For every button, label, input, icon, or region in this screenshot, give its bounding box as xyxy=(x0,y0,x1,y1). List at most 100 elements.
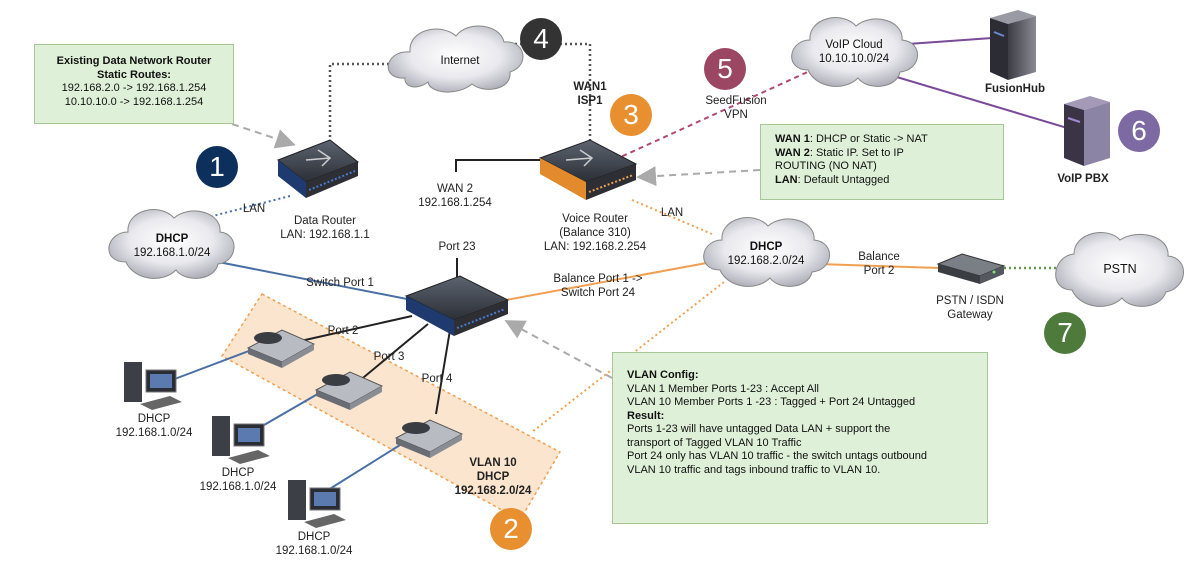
voice-router-lan: LAN: 192.168.2.254 xyxy=(543,241,647,253)
pc2-subnet: 192.168.1.0/24 xyxy=(199,481,277,493)
router-note-title: Existing Data Network Router xyxy=(56,55,212,67)
pstn-gateway-device xyxy=(936,253,1006,284)
vpn-label: VPN xyxy=(724,109,748,121)
wan-note-lan-text: : Default Untagged xyxy=(797,173,890,186)
voip-cloud xyxy=(791,17,918,87)
pc-3 xyxy=(288,480,346,528)
vlan-note-line6: VLAN 10 traffic and tags inbound traffic… xyxy=(627,463,881,476)
dhcp-left-cloud xyxy=(108,209,235,279)
voip-cloud-title: VoIP Cloud xyxy=(825,39,883,51)
balance-label: Balance xyxy=(858,251,900,263)
link-voip-pbx xyxy=(879,71,1075,131)
data-router-lan: LAN: 192.168.1.1 xyxy=(280,229,370,241)
badge-2: 2 xyxy=(490,508,532,550)
pstn-label: PSTN xyxy=(1103,262,1137,276)
ip-phone-2 xyxy=(314,371,384,410)
wan-note-wan1-label: WAN 1 xyxy=(775,133,810,145)
arrow-vlan-note xyxy=(504,320,613,379)
vlan-note-result: Result: xyxy=(627,409,665,422)
dhcp-mid-cloud xyxy=(703,217,830,287)
badge-6: 6 xyxy=(1118,110,1160,152)
vlan-note-line5: Port 24 only has VLAN 10 traffic - the s… xyxy=(627,450,928,462)
pc3-subnet: 192.168.1.0/24 xyxy=(275,545,353,557)
badge-5: 5 xyxy=(704,48,746,90)
badge-1: 1 xyxy=(196,146,238,188)
pstn-cloud xyxy=(1055,232,1184,307)
internet-label: Internet xyxy=(440,55,480,67)
port3-label: Port 3 xyxy=(373,351,405,363)
port2-label: Port 2 xyxy=(327,325,359,337)
gateway-port2-label: Port 2 xyxy=(863,265,895,277)
port4-label: Port 4 xyxy=(421,373,453,385)
vlan-note-line2: VLAN 10 Member Ports 1 -23 : Tagged + Po… xyxy=(627,396,916,408)
data-router-name: Data Router xyxy=(293,215,356,227)
switch-port24-label: Switch Port 24 xyxy=(560,287,636,299)
pc2-title: DHCP xyxy=(221,467,255,479)
arrow-wan-note xyxy=(636,166,761,187)
seedfusion-label: SeedFusion xyxy=(705,95,767,107)
router-note-subtitle: Static Routes: xyxy=(97,68,171,81)
link-port2 xyxy=(295,315,413,343)
gateway-label-line2: Gateway xyxy=(947,309,993,321)
pc1-title: DHCP xyxy=(137,413,171,425)
badge-4: 4 xyxy=(520,18,562,60)
vlan-note-line4: transport of Tagged VLAN 10 Traffic xyxy=(627,436,802,449)
link-seedfusion-vpn xyxy=(613,69,813,161)
badge-3: 3 xyxy=(610,94,652,136)
switch-port1-label: Switch Port 1 xyxy=(306,277,374,289)
arrow-router-note xyxy=(231,123,296,149)
vlan-zone-title: VLAN 10 xyxy=(469,457,517,469)
router-note-route1: 192.168.2.0 -> 192.168.1.254 xyxy=(61,82,207,94)
link-balance-port1 xyxy=(505,261,713,301)
pc1-subnet: 192.168.1.0/24 xyxy=(115,427,193,439)
wan-config-note: WAN 1: DHCP or Static -> NAT WAN 2: Stat… xyxy=(760,124,1004,200)
link-balance-port2 xyxy=(817,263,941,269)
link-port3 xyxy=(357,323,429,383)
voip-pbx-label: VoIP PBX xyxy=(1057,173,1109,185)
dhcp-left-subnet: 192.168.1.0/24 xyxy=(133,247,211,259)
data-router-device xyxy=(276,139,360,198)
wan-note-wan1-text: : DHCP or Static -> NAT xyxy=(809,133,928,145)
wan2-ip-label: 192.168.1.254 xyxy=(418,197,492,209)
ip-phone-3 xyxy=(394,419,464,458)
voip-pbx-server xyxy=(1064,96,1110,166)
pc3-title: DHCP xyxy=(297,531,331,543)
vlan-config-note: VLAN Config: VLAN 1 Member Ports 1-23 : … xyxy=(612,352,988,524)
balance-port1-label: Balance Port 1 -> xyxy=(553,273,643,285)
lan-left-label: LAN xyxy=(242,203,266,215)
pc-1 xyxy=(124,362,182,410)
port23-label: Port 23 xyxy=(438,241,476,253)
pc-2 xyxy=(212,416,270,464)
internet-cloud xyxy=(387,25,524,93)
wan-note-lan-label: LAN xyxy=(775,173,798,186)
ip-phone-1 xyxy=(246,329,316,368)
vlan-zone-dhcp: DHCP xyxy=(476,471,510,483)
switch-device xyxy=(404,275,510,336)
router-note-route2: 10.10.10.0 -> 192.168.1.254 xyxy=(64,95,204,108)
gateway-label-line1: PSTN / ISDN xyxy=(936,295,1004,307)
dhcp-mid-subnet: 192.168.2.0/24 xyxy=(727,255,805,267)
lan-right-label: LAN xyxy=(660,207,684,219)
vlan-zone-subnet: 192.168.2.0/24 xyxy=(454,485,532,497)
wan-note-routing: ROUTING (NO NAT) xyxy=(775,160,877,172)
link-internet-data-router xyxy=(328,62,400,142)
isp1-label: ISP1 xyxy=(577,95,603,107)
link-wan2 xyxy=(455,159,540,172)
wan2-label: WAN 2 xyxy=(437,183,473,195)
fusionhub-server xyxy=(990,10,1036,80)
vlan-note-line1: VLAN 1 Member Ports 1-23 : Accept All xyxy=(627,382,819,395)
vlan-note-line3: Ports 1-23 will have untagged Data LAN +… xyxy=(627,423,891,435)
dhcp-left-title: DHCP xyxy=(155,233,189,245)
link-pc1 xyxy=(171,345,263,381)
voip-cloud-subnet: 10.10.10.0/24 xyxy=(818,53,890,65)
link-pc3 xyxy=(327,439,409,491)
wan1-label: WAN1 xyxy=(573,81,607,93)
vlan-note-title: VLAN Config: xyxy=(627,369,699,381)
badge-7: 7 xyxy=(1044,312,1086,354)
link-switch-port1 xyxy=(197,257,413,301)
wan-note-wan2-label: WAN 2 xyxy=(775,146,810,159)
link-port4 xyxy=(435,329,451,415)
voice-router-name: Voice Router xyxy=(562,213,628,225)
